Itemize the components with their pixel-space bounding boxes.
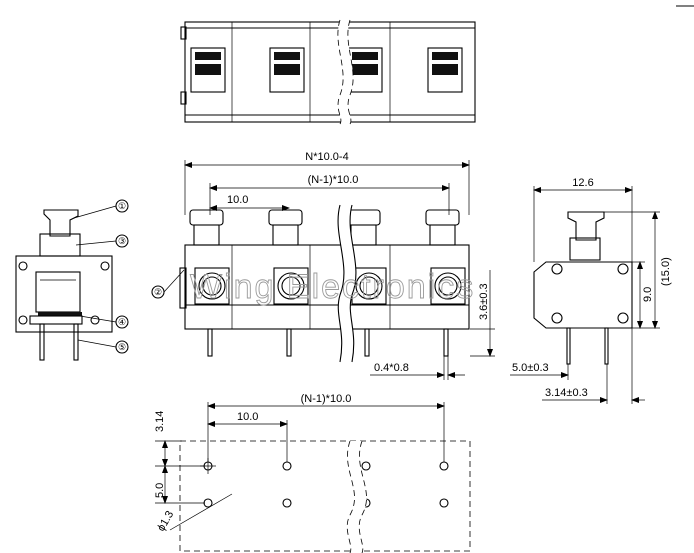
svg-text:④: ④ [118,317,126,327]
wire-entry [430,267,466,305]
top-slot [269,47,305,93]
front-view: N*10.0-4 (N-1)*10.0 10.0 [179,151,495,380]
dim-pitch-span: (N-1)*10.0 [308,174,359,186]
top-slot [427,47,463,93]
dim-side-depth: 12.6 [572,177,593,189]
svg-text:⑤: ⑤ [118,342,126,352]
callout-3: ③ [75,234,129,248]
top-slot [190,47,226,93]
pcb-footprint: (N-1)*10.0 10.0 3.14 5.0 ϕ1.3 [154,393,471,553]
dim-pin-size: 0.4*0.8 [374,362,409,374]
dim-pitch: 10.0 [227,194,248,206]
dim-overall-width: N*10.0-4 [305,151,348,163]
right-side-view: 12.6 (15.0) 9.0 5.0±0.3 3.14±0.3 [510,177,672,404]
dim-pcb-row-spacing: 5.0 [154,483,166,498]
dim-pcb-edge-offset: 3.14 [154,411,166,432]
callout-4: ④ [79,315,129,329]
dim-pcb-hole-diameter: ϕ1.3 [155,509,176,534]
callout-5: ⑤ [77,339,129,354]
top-slot [347,47,383,93]
svg-text:③: ③ [118,236,126,246]
dim-side-pin-offset: 5.0±0.3 [512,362,549,374]
wire-entry [273,267,309,305]
dim-height-above-board: 3.6±0.3 [478,283,490,320]
dim-pcb-pitch: 10.0 [237,411,258,423]
callout-2: ② [151,269,185,299]
left-side-view [15,209,113,361]
top-view [180,19,476,125]
dim-pcb-pitch-span: (N-1)*10.0 [301,393,352,405]
dim-side-total-height: (15.0) [660,257,672,286]
dim-side-body-height: 9.0 [642,287,654,302]
callout-1: ① [73,199,129,219]
svg-text:②: ② [154,287,162,297]
wire-entry [194,267,230,305]
wire-entry [351,267,387,305]
dim-side-pin-edge: 3.14±0.3 [545,387,588,399]
svg-text:①: ① [118,201,126,211]
watermark-text: Wing Electronics [190,268,475,306]
